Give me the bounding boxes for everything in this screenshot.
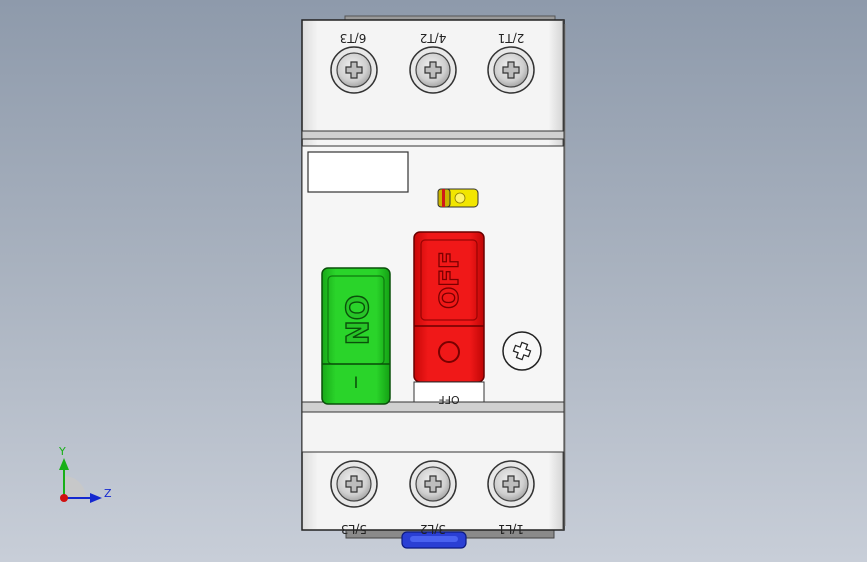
terminal-label: 6/T3: [340, 31, 367, 45]
on-button[interactable]: ON I: [321, 267, 391, 405]
label-window: [307, 151, 409, 193]
terminal-label: 1/L1: [498, 522, 524, 536]
terminal-5l3: 5/L3: [330, 460, 378, 536]
off-symbol-icon: [438, 341, 460, 363]
terminal-4t2: 4/T2: [409, 31, 457, 94]
terminal-label: 2/T1: [498, 31, 525, 45]
off-indicator-label: OFF: [438, 393, 459, 406]
off-label: OFF: [435, 251, 465, 309]
axis-y-label: Y: [58, 445, 66, 458]
axis-z-label: Z: [104, 487, 112, 500]
terminal-label: 3/L2: [420, 522, 446, 536]
terminal-label: 5/L3: [341, 522, 367, 536]
face-screw-icon: [502, 331, 542, 371]
terminal-1l1: 1/L1: [487, 460, 535, 536]
on-symbol: I: [354, 373, 359, 392]
off-button[interactable]: OFF OFF: [413, 231, 485, 406]
terminal-3l2: 3/L2: [409, 460, 457, 536]
terminal-2t1: 2/T1: [487, 31, 535, 94]
terminal-6t3: 6/T3: [330, 31, 378, 94]
terminals-bottom: 5/L3 3/L2 1/L1: [330, 460, 535, 536]
terminal-label: 4/T2: [420, 31, 447, 45]
terminals-top: 6/T3 4/T2 2/T1: [330, 31, 535, 94]
trip-indicator: [437, 188, 479, 208]
on-label: ON: [338, 295, 373, 346]
axis-triad: Y Z: [58, 445, 112, 503]
